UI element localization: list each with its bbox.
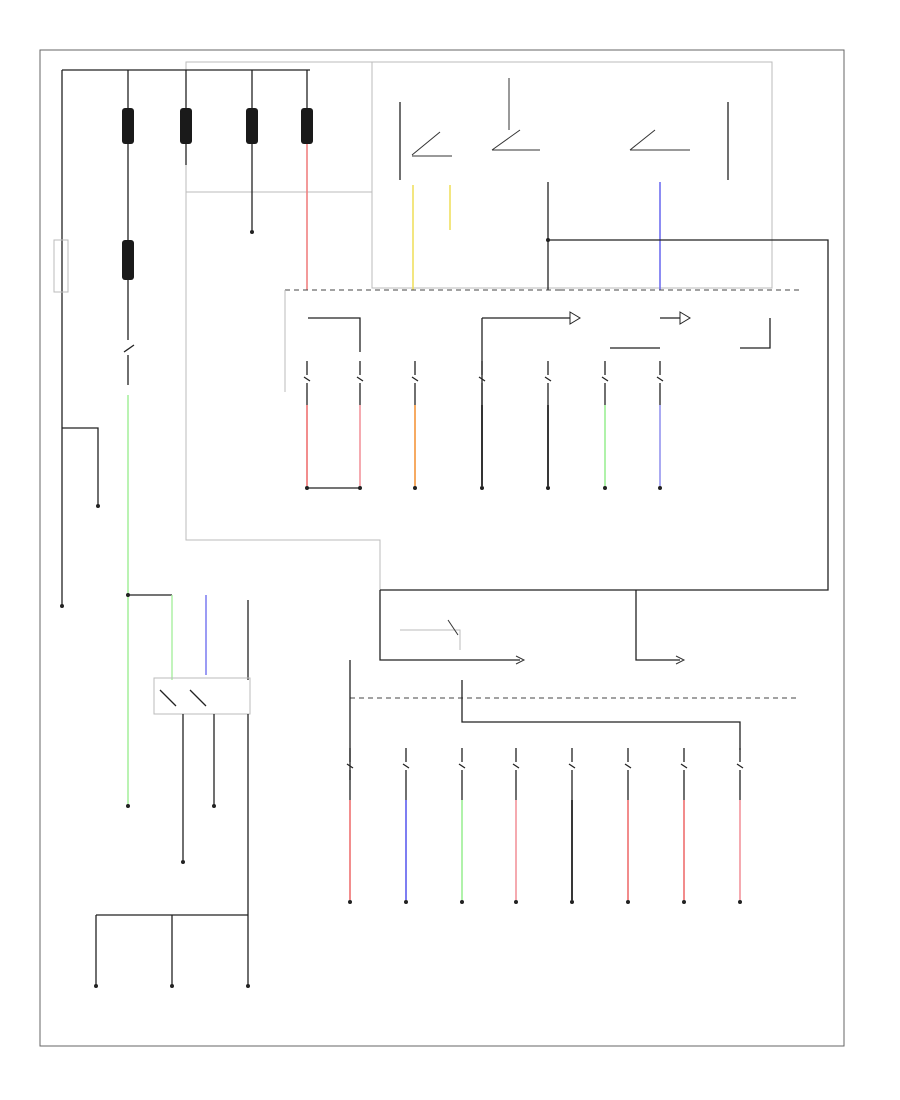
right-feed-arrow — [675, 655, 686, 665]
fuse-5 — [122, 240, 134, 280]
switch-area-outline — [371, 61, 773, 289]
upper-load-6-fuse — [601, 361, 609, 405]
lower-load-7-terminal — [682, 900, 686, 904]
lower-fuse-box — [349, 590, 800, 780]
upper-load-3-fuse — [411, 361, 419, 405]
splice-top — [546, 238, 550, 242]
upper-load-1-fuse — [303, 361, 311, 405]
switch-2-contacts — [491, 78, 540, 151]
lower-load-6-fuse — [624, 748, 632, 800]
lower-load-3-terminal — [460, 900, 464, 904]
fuse-feed-wires — [127, 70, 308, 110]
left-branch-terminal — [96, 504, 100, 508]
relay-coil-wire — [379, 590, 520, 661]
switch-3-contacts — [629, 129, 690, 151]
switch-box — [153, 677, 251, 715]
left-ground-terminal — [60, 604, 64, 608]
lower-load-2-fuse — [402, 748, 410, 800]
switch-out-2-terminal — [212, 804, 216, 808]
coil-arrow — [515, 655, 526, 665]
top-switches — [371, 61, 829, 591]
fuse-3 — [246, 108, 258, 144]
page-border — [39, 49, 845, 1047]
upper-load-4-fuse — [478, 361, 486, 405]
bottom-load-1-terminal — [94, 984, 98, 988]
left-main-wiring — [60, 165, 381, 988]
diode-2 — [679, 311, 691, 325]
lower-load-5-fuse — [568, 748, 576, 800]
lower-bus — [461, 680, 741, 750]
upper-load-5-fuse — [544, 361, 552, 405]
lower-loads — [346, 748, 744, 904]
upper-load-3-terminal — [413, 486, 417, 490]
bus-e — [740, 318, 771, 349]
upper-load-6-terminal — [603, 486, 607, 490]
fuse-block — [53, 61, 373, 300]
lower-load-8-fuse — [736, 748, 744, 800]
bottom-load-2-terminal — [170, 984, 174, 988]
fuse-1 — [122, 108, 134, 144]
bottom-load-3-terminal — [246, 984, 250, 988]
upper-load-2-fuse — [356, 361, 364, 405]
lower-load-6-terminal — [626, 900, 630, 904]
upper-load-5-terminal — [546, 486, 550, 490]
relay-outline — [400, 629, 461, 650]
lower-load-1-terminal — [348, 900, 352, 904]
lower-load-3-fuse — [458, 748, 466, 800]
upper-load-4-terminal — [480, 486, 484, 490]
lower-load-5-terminal — [570, 900, 574, 904]
upper-load-7-terminal — [658, 486, 662, 490]
switch-contacts — [159, 689, 207, 707]
green-main-terminal — [126, 804, 130, 808]
fusible-link — [53, 239, 69, 293]
bus-a — [308, 317, 361, 352]
upper-fuse-box — [284, 289, 800, 480]
signal-line-left — [185, 165, 381, 590]
fuse-2 — [180, 108, 192, 144]
relay-switch — [447, 619, 459, 636]
diode-1 — [569, 311, 581, 325]
switch-out-1-terminal — [181, 860, 185, 864]
lower-load-4-terminal — [514, 900, 518, 904]
upper-loads — [303, 361, 664, 490]
lower-load-1-fuse — [346, 748, 354, 800]
relay-contact — [123, 344, 135, 385]
bottom-drops — [95, 915, 249, 985]
lower-load-4-fuse — [512, 748, 520, 800]
fuse-3-terminal — [250, 230, 254, 234]
lower-load-7-fuse — [680, 748, 688, 800]
lower-load-2-terminal — [404, 900, 408, 904]
right-feed — [635, 590, 680, 661]
switch-1-contacts — [411, 131, 452, 157]
left-branch-wire — [62, 427, 99, 505]
lower-load-8-terminal — [738, 900, 742, 904]
right-loop-wire — [380, 239, 829, 591]
fuse-block-outline — [185, 61, 373, 193]
upper-load-7-fuse — [656, 361, 664, 405]
fuse-4 — [301, 108, 313, 144]
